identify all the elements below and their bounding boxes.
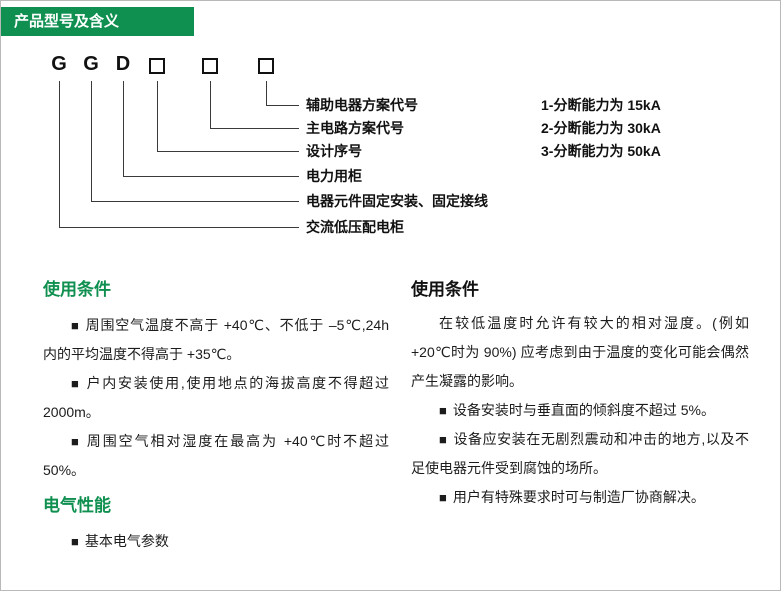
connector-line [210,128,299,129]
paragraph-text: 周围空气相对湿度在最高为 +40℃时不超过 50%。 [43,433,390,478]
diagram-label-design-serial: 设计序号 [306,143,362,159]
connector-line [59,227,299,228]
code-placeholder-box [149,58,165,74]
diagram-label-power-cabinet: 电力用柜 [306,168,362,184]
paragraph-text: 基本电气参数 [84,533,169,549]
diagram-label-ac-lv-cabinet: 交流低压配电柜 [306,219,404,235]
square-bullet-icon: ■ [71,434,81,449]
paragraph-text: 设备应安装在无剧烈震动和冲击的地方,以及不足使电器元件受到腐蚀的场所。 [411,431,749,476]
usage-paragraph: ■周围空气温度不高于 +40℃、不低于 –5℃,24h 内的平均温度不得高于 +… [43,311,389,369]
square-bullet-icon: ■ [439,490,447,505]
paragraph-text: 周围空气温度不高于 +40℃、不低于 –5℃,24h 内的平均温度不得高于 +3… [43,317,389,362]
section-header: 产品型号及含义 [1,7,194,36]
usage-conditions-heading-right: 使用条件 [411,280,479,299]
model-letter: D [115,53,131,75]
left-column: 使用条件 ■周围空气温度不高于 +40℃、不低于 –5℃,24h 内的平均温度不… [43,279,389,556]
square-bullet-icon: ■ [439,403,447,418]
connector-line [59,81,60,227]
code-placeholder-box [258,58,274,74]
electrical-performance-heading: 电气性能 [43,496,111,515]
diagram-label-fixed-mounting: 电器元件固定安装、固定接线 [306,193,488,209]
paragraph-text: 户内安装使用,使用地点的海拔高度不得超过 2000m。 [43,375,390,420]
paragraph-text: 设备安装时与垂直面的倾斜度不超过 5%。 [452,402,715,418]
section-header-label: 产品型号及含义 [14,13,120,30]
square-bullet-icon: ■ [71,318,80,333]
square-bullet-icon: ■ [439,432,448,447]
condition-paragraph: ■ 用户有特殊要求时可与制造厂协商解决。 [411,483,749,512]
model-letter: G [51,53,67,75]
usage-conditions-heading: 使用条件 [43,280,111,299]
connector-line [123,176,299,177]
connector-line [157,81,158,151]
breaking-capacity-note-3: 3-分断能力为 50kA [541,143,661,159]
breaking-capacity-note-2: 2-分断能力为 30kA [541,120,661,136]
model-letter: G [83,53,99,75]
connector-line [123,81,124,176]
square-bullet-icon: ■ [71,534,79,549]
connector-line [157,151,299,152]
model-code-diagram: G G D 辅助电器方案代号 主电路方案代号 设计序号 电力用柜 电器元件固定安… [1,1,780,251]
electrical-paragraph: ■ 基本电气参数 [43,527,389,556]
breaking-capacity-note-1: 1-分断能力为 15kA [541,97,661,113]
right-column: 使用条件 在较低温度时允许有较大的相对湿度。(例如+20℃时为 90%) 应考虑… [411,279,749,512]
paragraph-text: 用户有特殊要求时可与制造厂协商解决。 [452,489,705,505]
intro-paragraph: 在较低温度时允许有较大的相对湿度。(例如+20℃时为 90%) 应考虑到由于温度… [411,315,749,389]
condition-paragraph: ■设备应安装在无剧烈震动和冲击的地方,以及不足使电器元件受到腐蚀的场所。 [411,425,749,483]
connector-line [91,81,92,201]
connector-line [266,105,299,106]
connector-line [210,81,211,128]
diagram-label-main-circuit-scheme: 主电路方案代号 [306,120,404,136]
connector-line [91,201,299,202]
condition-paragraph: ■ 设备安装时与垂直面的倾斜度不超过 5%。 [411,396,749,425]
square-bullet-icon: ■ [71,376,81,391]
usage-paragraph: ■周围空气相对湿度在最高为 +40℃时不超过 50%。 [43,427,389,485]
usage-paragraph: ■户内安装使用,使用地点的海拔高度不得超过 2000m。 [43,369,389,427]
diagram-label-auxiliary-scheme: 辅助电器方案代号 [306,97,418,113]
connector-line [266,81,267,105]
code-placeholder-box [202,58,218,74]
